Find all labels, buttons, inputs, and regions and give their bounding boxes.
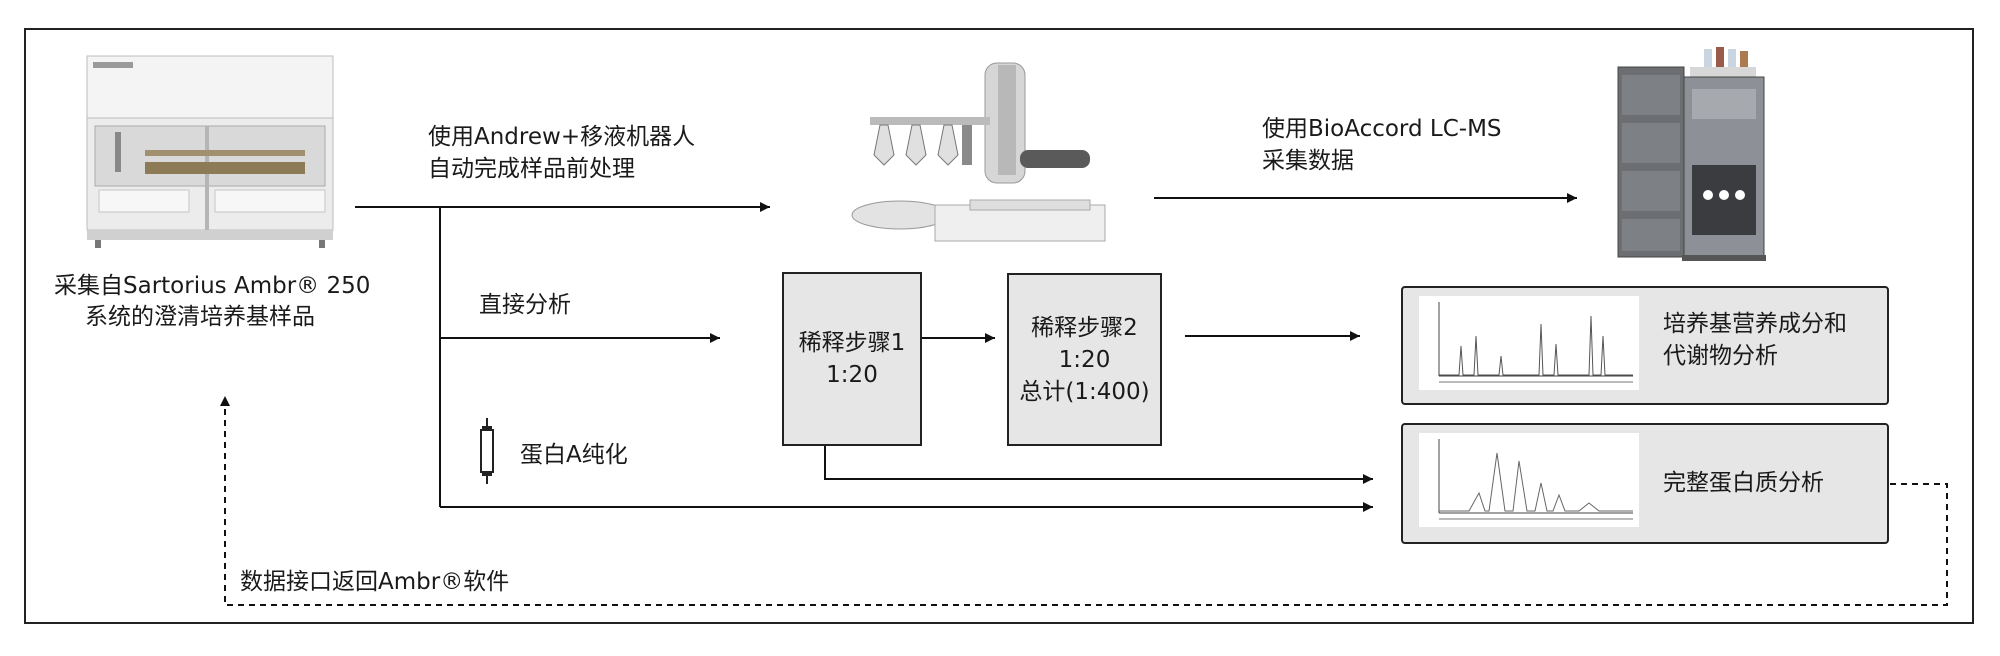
media-analysis-line2: 代谢物分析 xyxy=(1663,343,1778,369)
dilution-step-2-ratio: 1:20 xyxy=(1058,346,1111,373)
diagram-frame xyxy=(24,28,1974,624)
dilution-step-2-total: 总计(1:400) xyxy=(1019,378,1150,405)
intact-mass-spectrum-thumbnail xyxy=(1419,433,1639,527)
dilution-step-1-title: 稀释步骤1 xyxy=(798,330,906,356)
ambr-system-image xyxy=(85,50,335,250)
liquid-handler-label-line2: 自动完成样品前处理 xyxy=(428,156,635,182)
dilution-step-1-ratio: 1:20 xyxy=(826,362,878,388)
andrew-robot-image xyxy=(850,55,1120,245)
feedback-label: 数据接口返回Ambr®软件 xyxy=(240,569,510,595)
media-analysis-line1: 培养基营养成分和 xyxy=(1663,311,1847,337)
lcms-label-line2: 采集数据 xyxy=(1262,148,1354,174)
chromatography-column-icon xyxy=(480,418,494,484)
media-chromatogram-thumbnail xyxy=(1419,296,1639,390)
dilution-step-1-box: 稀释步骤1 1:20 xyxy=(782,272,922,446)
source-caption-line1: 采集自Sartorius Ambr® 250 xyxy=(54,273,371,299)
liquid-handler-label-line1: 使用Andrew+移液机器人 xyxy=(428,124,696,150)
intact-protein-label: 完整蛋白质分析 xyxy=(1663,470,1824,496)
bioaccord-lcms-image xyxy=(1612,45,1772,265)
feedback-dashed-line xyxy=(220,396,1948,606)
dilution-step-2-title: 稀释步骤2 xyxy=(1031,314,1138,341)
lcms-label-line1: 使用BioAccord LC-MS xyxy=(1262,116,1502,142)
branch-direct-label: 直接分析 xyxy=(479,292,571,318)
dilution-step-2-box: 稀释步骤2 1:20 总计(1:400) xyxy=(1007,273,1162,446)
intact-protein-box: 完整蛋白质分析 xyxy=(1401,423,1889,544)
arrow-step1-to-intact xyxy=(824,444,1373,484)
source-caption-line2: 系统的澄清培养基样品 xyxy=(85,304,315,330)
media-analysis-box: 培养基营养成分和 代谢物分析 xyxy=(1401,286,1889,405)
branch-protein-a-label: 蛋白A纯化 xyxy=(520,442,628,468)
